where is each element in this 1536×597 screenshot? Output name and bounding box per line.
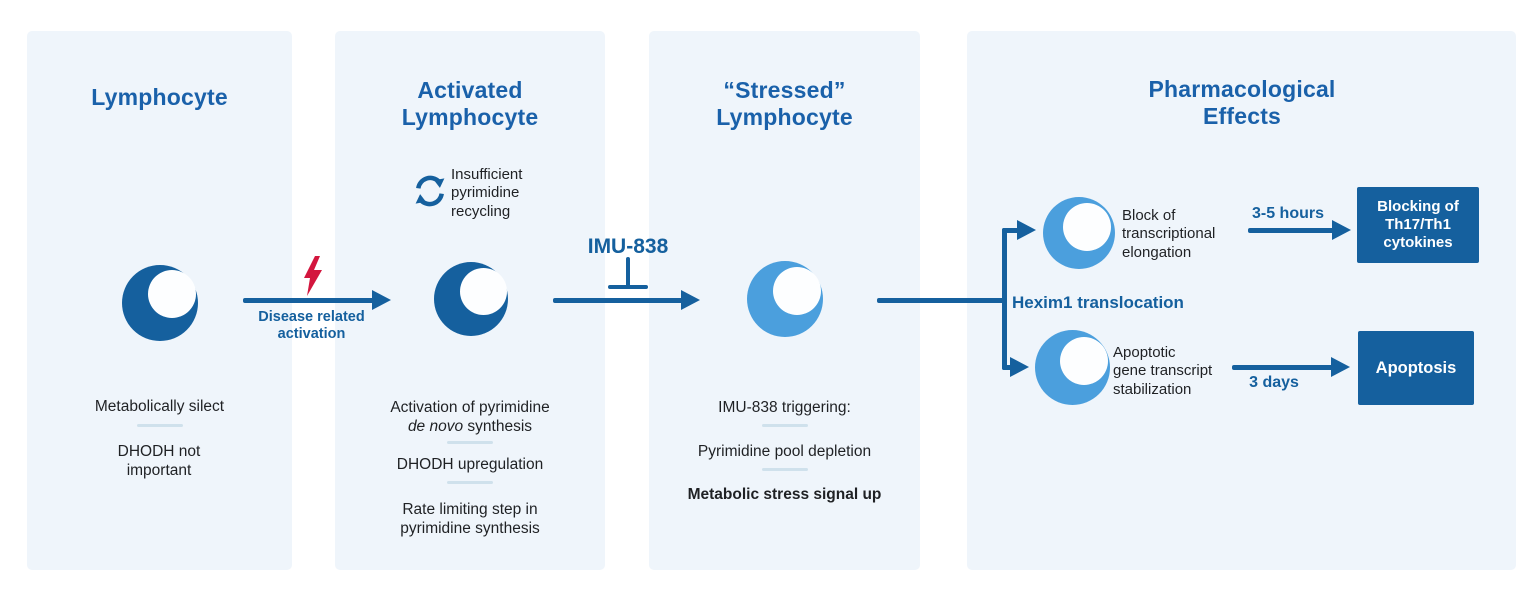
outcome-box-th17-th1: Blocking of Th17/Th1 cytokines: [1357, 187, 1479, 263]
panel-effects-title: Pharmacological Effects: [1148, 76, 1336, 130]
branch-bottom-arrowhead-icon: [1010, 357, 1029, 377]
panel-pharmacological-effects: Pharmacological Effects Hexim1 transloca…: [967, 31, 1516, 570]
branch-top-arrowhead-icon: [1017, 220, 1036, 240]
note-rate-limiting: Rate limiting step in pyrimidine synthes…: [400, 501, 540, 538]
panel-activated-title: Activated Lymphocyte: [401, 77, 539, 131]
note-dhodh-not-important: DHODH not important: [117, 443, 201, 480]
note-de-novo-synthesis: Activation of pyrimidine de novo synthesi…: [335, 398, 605, 436]
lymphocyte-cell-icon: [122, 265, 198, 341]
note-de-novo-line1: Activation of pyrimidine: [390, 399, 550, 416]
note-metabolically-silent: Metabolically silect: [94, 398, 225, 415]
note-pyrimidine-depletion: Pyrimidine pool depletion: [697, 443, 872, 460]
note-imu-triggering: IMU-838 triggering:: [718, 399, 851, 416]
activation-arrowhead-icon: [372, 290, 391, 310]
note-metabolic-stress: Metabolic stress signal up: [687, 486, 882, 503]
imu-838-label: IMU-838: [587, 235, 669, 258]
stressed-to-effects-line: [877, 298, 1007, 303]
panel-activated-lymphocyte: Activated Lymphocyte Insufficient pyrimi…: [335, 31, 605, 570]
duration-3-5-hours: 3-5 hours: [1251, 205, 1324, 222]
divider: [137, 424, 183, 427]
cell-hole: [148, 270, 196, 318]
cell-hole: [460, 268, 507, 315]
activated-cell-icon: [434, 262, 508, 336]
effect-cell-icon-top: [1043, 197, 1115, 269]
divider: [447, 441, 493, 444]
label-block-transcriptional-elongation: Block of transcriptional elongation: [1122, 207, 1216, 261]
note-de-novo-rest: synthesis: [467, 418, 533, 436]
panel-lymphocyte-title: Lymphocyte: [91, 84, 228, 110]
note-dhodh-upregulation: DHODH upregulation: [396, 456, 544, 473]
divider: [762, 424, 808, 427]
inhibition-bar-icon: [608, 285, 648, 289]
top-branch-arrow-line: [1248, 228, 1334, 233]
activation-arrow-line: [243, 298, 374, 303]
outcome-box-apoptosis: Apoptosis: [1358, 331, 1474, 405]
panel-stressed-title: “Stressed” Lymphocyte: [716, 77, 853, 131]
cell-hole: [1063, 203, 1111, 251]
cell-hole: [1060, 337, 1108, 385]
branch-bottom-elbow-line: [1002, 365, 1012, 370]
bottom-branch-arrow-line: [1232, 365, 1333, 370]
imu-arrow-line: [553, 298, 683, 303]
recycle-icon: [415, 175, 445, 207]
note-insufficient-recycling: Insufficient pyrimidine recycling: [451, 166, 523, 220]
effect-cell-icon-bottom: [1035, 330, 1110, 405]
branch-top-elbow-line: [1002, 228, 1019, 233]
stressed-lymphocyte-cell-icon: [747, 261, 823, 337]
lightning-bolt-icon: [304, 256, 322, 296]
label-apoptotic-stabilization: Apoptotic gene transcript stabilization: [1113, 344, 1213, 398]
cell-hole: [773, 267, 821, 315]
imu-arrowhead-icon: [681, 290, 700, 310]
divider: [762, 468, 808, 471]
disease-related-activation-label: Disease related activation: [258, 309, 365, 342]
inhibition-stem-icon: [626, 257, 630, 287]
duration-3-days: 3 days: [1249, 374, 1299, 391]
top-branch-arrowhead-icon: [1332, 220, 1351, 240]
bottom-branch-arrowhead-icon: [1331, 357, 1350, 377]
divider: [447, 481, 493, 484]
hexim1-translocation-label: Hexim1 translocation: [1012, 293, 1184, 312]
note-de-novo-italic: de novo: [407, 418, 464, 436]
